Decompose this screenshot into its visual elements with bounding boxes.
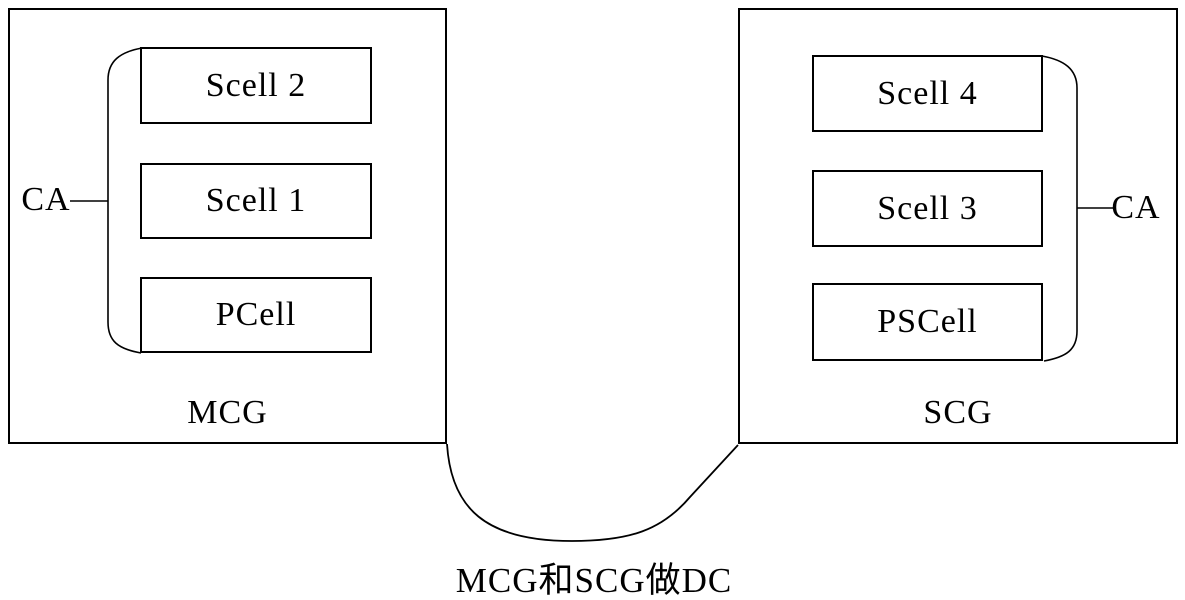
- cell-scell1-label: Scell 1: [205, 182, 307, 219]
- dc-caption: MCG和SCG做DC: [455, 561, 733, 600]
- cell-pcell: PCell: [140, 277, 372, 353]
- right-ca-label: CA: [1111, 189, 1161, 226]
- cell-scell2: Scell 2: [140, 47, 372, 124]
- scg-group-box: [738, 8, 1178, 444]
- cell-pscell: PSCell: [812, 283, 1043, 361]
- cell-scell2-label: Scell 2: [205, 66, 307, 104]
- left-ca-label: CA: [21, 181, 71, 218]
- cell-pscell-label: PSCell: [877, 303, 978, 340]
- cell-scell3-label: Scell 3: [877, 189, 978, 227]
- scg-group-label: SCG: [923, 394, 993, 431]
- mcg-group-label: MCG: [187, 394, 268, 431]
- cell-scell4-label: Scell 4: [877, 74, 978, 112]
- right-ca-brace: [1041, 55, 1078, 362]
- dc-connection-curve: [446, 443, 739, 542]
- left-ca-brace: [107, 47, 143, 354]
- cell-scell1: Scell 1: [140, 163, 372, 239]
- cell-pcell-label: PCell: [215, 296, 297, 333]
- mcg-group-box: [8, 8, 447, 444]
- cell-scell4: Scell 4: [812, 55, 1043, 132]
- cell-scell3: Scell 3: [812, 170, 1043, 247]
